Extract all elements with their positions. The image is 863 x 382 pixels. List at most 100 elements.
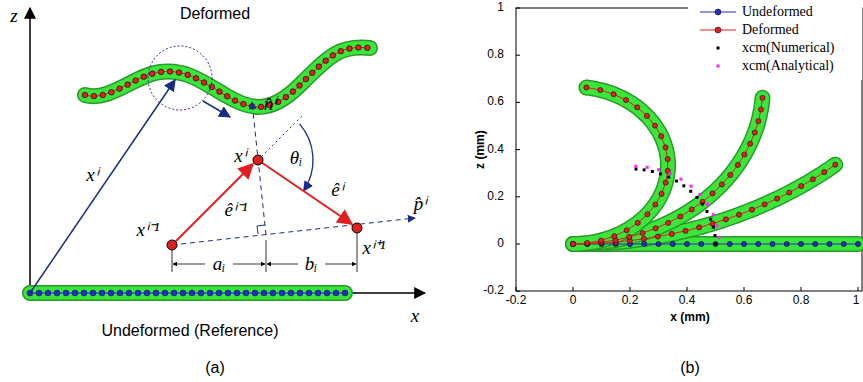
node-dot xyxy=(659,191,664,196)
node-dot xyxy=(100,92,106,98)
node-dot xyxy=(201,80,207,86)
node-dot xyxy=(741,241,746,246)
axis-label: x xyxy=(411,306,419,327)
cm-analytical xyxy=(717,236,720,239)
node-dot xyxy=(270,290,276,296)
node-dot xyxy=(833,162,838,167)
node-dot xyxy=(356,45,362,51)
node-dot xyxy=(99,290,105,296)
node-dot xyxy=(689,207,694,212)
node-dot xyxy=(570,241,575,246)
cm-analytical xyxy=(679,178,682,181)
node-dot xyxy=(310,70,316,76)
node-dot xyxy=(758,107,763,112)
node-dot xyxy=(288,290,294,296)
cm-numerical xyxy=(651,170,654,173)
node-dot xyxy=(798,241,803,246)
cm-numerical xyxy=(695,196,698,199)
node-dot xyxy=(653,226,658,231)
node-dot xyxy=(36,290,42,296)
tangent-label: p̂ⁱ xyxy=(414,194,427,215)
node-dot xyxy=(193,76,199,82)
node-dot xyxy=(752,130,757,135)
node-dot xyxy=(243,290,249,296)
node-dot xyxy=(645,212,650,217)
legend-sample xyxy=(717,47,720,50)
node-dot xyxy=(133,78,139,84)
node-dot xyxy=(63,290,69,296)
node-dot xyxy=(283,94,289,100)
node-dot xyxy=(279,290,285,296)
node-dot xyxy=(598,87,603,92)
node-dot xyxy=(670,241,675,246)
axis-label: z xyxy=(10,6,17,27)
cm-numerical xyxy=(643,168,646,171)
node-dot xyxy=(209,84,215,90)
node-dot xyxy=(54,290,60,296)
node-dot xyxy=(117,86,123,92)
node-dot xyxy=(742,152,747,157)
node-dot xyxy=(198,290,204,296)
node-dot xyxy=(663,145,668,150)
tick-label: 0.6 xyxy=(487,95,504,108)
legend-text: xcm(Analytical) xyxy=(742,58,834,73)
node-dot xyxy=(108,290,114,296)
tick xyxy=(516,102,520,103)
beam-body xyxy=(573,88,668,245)
node-dot xyxy=(316,64,322,70)
node-dot xyxy=(784,241,789,246)
node-dot xyxy=(347,46,353,52)
cm-analytical xyxy=(646,166,649,169)
cm-numerical xyxy=(659,172,662,175)
tick-label: -0.2 xyxy=(506,294,527,307)
tick-label: 0.4 xyxy=(679,294,696,307)
tick xyxy=(630,287,631,291)
node-dot xyxy=(770,241,775,246)
node-label: xⁱ⁻¹ xyxy=(136,220,159,241)
tick xyxy=(516,8,520,9)
cm-numerical xyxy=(709,218,712,221)
node-dot xyxy=(611,92,616,97)
node-dot xyxy=(324,290,330,296)
cm-analytical xyxy=(706,203,709,206)
node-dot xyxy=(635,105,640,110)
node-dot xyxy=(153,290,159,296)
tick xyxy=(801,287,802,291)
node-dot xyxy=(570,241,575,246)
node-dot xyxy=(683,228,688,233)
node-dot xyxy=(306,290,312,296)
node-dot xyxy=(627,234,632,239)
cm-analytical xyxy=(712,213,715,216)
cm-numerical xyxy=(705,210,708,213)
tick-label: 1 xyxy=(853,294,860,307)
panel-note: Undeformed (Reference) xyxy=(102,322,279,340)
node-dot xyxy=(180,290,186,296)
cm-numerical xyxy=(701,203,704,206)
node-dot xyxy=(585,241,590,246)
node-dot xyxy=(570,241,575,246)
cm-analytical xyxy=(669,172,672,175)
tick-label: 1 xyxy=(497,1,504,14)
node-dot xyxy=(827,241,832,246)
node-dot xyxy=(855,241,860,246)
node-dot xyxy=(684,241,689,246)
cm-numerical xyxy=(675,180,678,183)
node-dot xyxy=(810,177,815,182)
tick-label: 0.2 xyxy=(487,190,504,203)
node-dot xyxy=(642,241,647,246)
tick xyxy=(516,244,520,245)
node-dot xyxy=(727,241,732,246)
node-dot xyxy=(323,58,329,64)
tick-label: -0.2 xyxy=(483,284,504,297)
node-dot xyxy=(747,141,752,146)
cm-analytical xyxy=(716,224,719,227)
tick-label: 0.8 xyxy=(487,48,504,61)
node-dot xyxy=(45,290,51,296)
node-label: xⁱ⁺¹ xyxy=(362,238,385,259)
beam-line xyxy=(573,88,668,245)
beam-body xyxy=(573,98,763,244)
node-dot xyxy=(207,290,213,296)
dimension-label: bᵢ xyxy=(305,254,318,275)
normal-label: n̂ⁱ xyxy=(264,94,277,115)
node-dot xyxy=(315,290,321,296)
